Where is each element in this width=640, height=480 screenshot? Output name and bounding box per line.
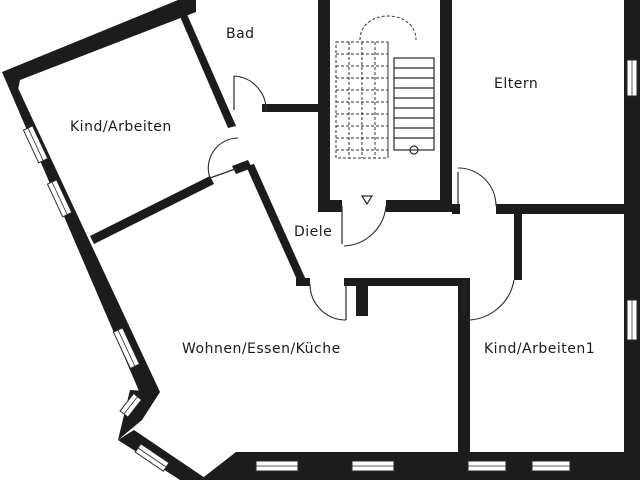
stair-treads bbox=[336, 42, 389, 158]
label-bad: Bad bbox=[226, 26, 255, 42]
window-west-3 bbox=[112, 327, 141, 370]
wall-north-west-diagonal bbox=[2, 0, 196, 90]
wall-bay-bottom bbox=[118, 430, 208, 480]
stair-newel-icon bbox=[409, 145, 419, 155]
wall-bad-bottom bbox=[262, 104, 320, 112]
window-bay-2 bbox=[134, 443, 170, 472]
wall-south-outer bbox=[200, 452, 640, 480]
label-wohnen-essen-kueche: Wohnen/Essen/Küche bbox=[182, 341, 341, 357]
wall-diele-west bbox=[246, 164, 306, 282]
wall-stair-bottom-right bbox=[386, 200, 452, 212]
wall-eltern-door-jamb bbox=[452, 204, 460, 214]
window-south-3 bbox=[467, 460, 507, 472]
label-kind-arbeiten-1: Kind/Arbeiten1 bbox=[484, 341, 595, 357]
staircase bbox=[335, 15, 435, 206]
window-west-2 bbox=[46, 179, 73, 218]
window-south-1 bbox=[255, 460, 299, 472]
doors bbox=[207, 75, 515, 321]
wall-kind1-left-upper bbox=[514, 214, 522, 280]
door-eltern bbox=[457, 167, 497, 207]
window-south-2 bbox=[351, 460, 395, 472]
wall-east-outer bbox=[624, 0, 640, 480]
wall-diele-bottom-left bbox=[296, 278, 310, 286]
wall-wohnen-post bbox=[356, 280, 368, 316]
wall-eltern-bottom bbox=[496, 204, 628, 214]
wall-diele-bottom-mid bbox=[344, 278, 470, 286]
door-kind-arbeiten bbox=[207, 137, 239, 179]
window-east-1 bbox=[626, 59, 638, 97]
door-stair bbox=[341, 205, 387, 247]
window-bay-1 bbox=[119, 392, 143, 418]
windows bbox=[22, 59, 638, 472]
wall-stair-left bbox=[318, 0, 330, 212]
interior-walls bbox=[90, 0, 628, 452]
window-west-1 bbox=[22, 125, 49, 164]
wall-kind1-left bbox=[458, 280, 470, 452]
room-labels: Bad Kind/Arbeiten Eltern Diele Wohnen/Es… bbox=[70, 26, 595, 357]
stair-arrow-icon bbox=[360, 195, 374, 206]
label-diele: Diele bbox=[294, 224, 332, 240]
stair-arc-dashed bbox=[359, 15, 417, 41]
door-kind-arbeiten-1 bbox=[463, 279, 515, 321]
stair-treads-right bbox=[394, 67, 434, 139]
wall-kind-bottom bbox=[90, 176, 214, 244]
window-east-2 bbox=[626, 299, 638, 341]
window-south-4 bbox=[531, 460, 571, 472]
label-eltern: Eltern bbox=[494, 76, 538, 92]
door-wohnen bbox=[309, 283, 347, 321]
label-kind-arbeiten: Kind/Arbeiten bbox=[70, 119, 172, 135]
wall-stair-right bbox=[440, 0, 452, 212]
wall-kind-bottom-right bbox=[232, 160, 252, 174]
door-bad bbox=[233, 75, 267, 113]
stair-right-run bbox=[393, 57, 435, 151]
wall-stair-bottom-left bbox=[318, 200, 342, 212]
wall-bad-kind-partition bbox=[178, 12, 236, 128]
